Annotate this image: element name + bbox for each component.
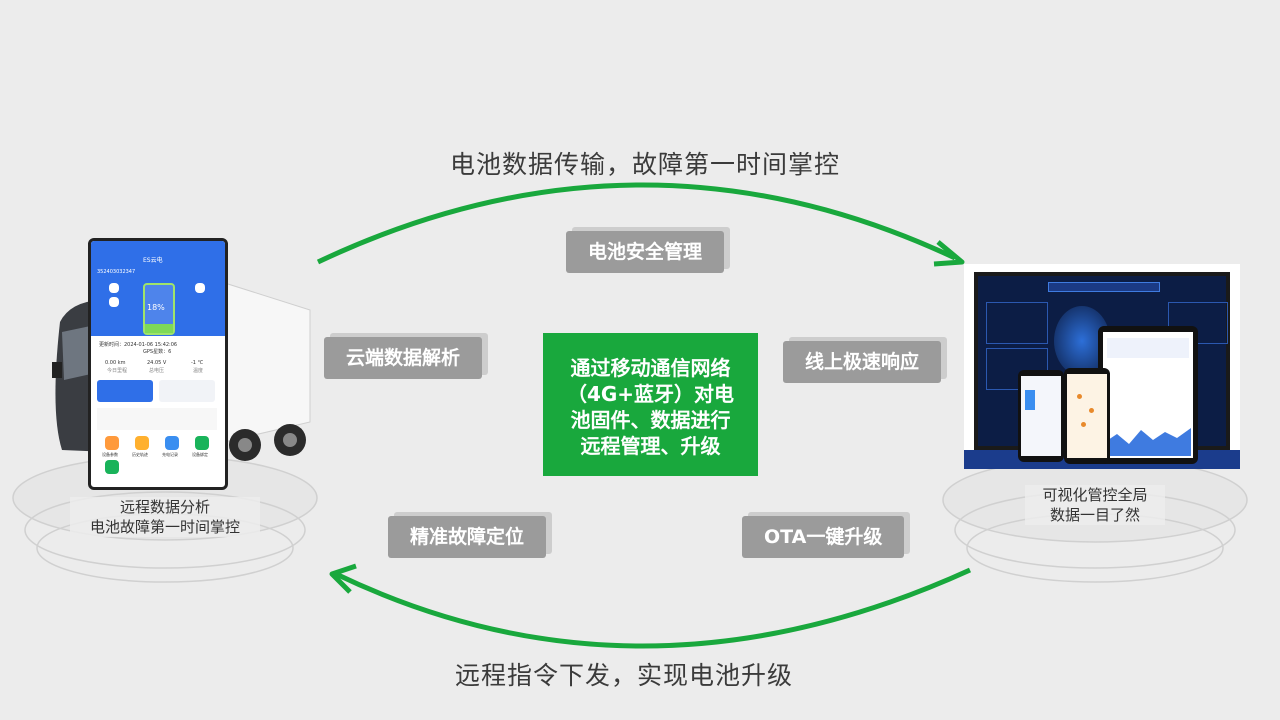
phone-mockup: ES云电 352403032347 18% 更新时间：2024-01-06 15… xyxy=(88,238,228,490)
stat2-label: 总电压 xyxy=(149,368,165,374)
phone-mockup-1 xyxy=(1018,370,1064,462)
stat1-label: 今日里程 xyxy=(107,368,128,374)
left-caption-line-2: 电池故障第一时间掌控 xyxy=(89,518,240,536)
battery-percent: 18% xyxy=(147,303,165,312)
center-line-1: 通过移动通信网络 xyxy=(570,356,731,380)
dashboard-card-1 xyxy=(986,302,1048,344)
stat1-value: 0.00 km xyxy=(105,360,126,366)
extra-tool-icon[interactable] xyxy=(105,460,119,474)
phone-gps: GPS星数：6 xyxy=(143,349,172,355)
download-arrow xyxy=(334,567,972,649)
tablet-area-chart xyxy=(1105,428,1191,456)
phone-location-card xyxy=(97,408,217,430)
dashboard-card-3 xyxy=(1168,302,1228,344)
pill-online-response: 线上极速响应 xyxy=(783,341,942,383)
center-description-box: 通过移动通信网络 （4G+蓝牙）对电 池固件、数据进行 远程管理、升级 xyxy=(543,333,758,476)
pill-fault-locate: 精准故障定位 xyxy=(388,516,547,558)
tool2-label: 历史轨迹 xyxy=(132,452,148,457)
right-caption: 可视化管控全局 数据一目了然 xyxy=(1025,485,1165,525)
phone-device-id: 352403032347 xyxy=(97,269,136,275)
center-line-2: （4G+蓝牙）对电 xyxy=(566,382,735,406)
upload-arrow-head xyxy=(933,240,965,267)
pill-ota-upgrade: OTA一键升级 xyxy=(742,516,905,558)
phone-update-time: 更新时间：2024-01-06 15:42:06 xyxy=(99,342,178,348)
phone-body: 更新时间：2024-01-06 15:42:06 GPS星数：6 0.00 km… xyxy=(91,336,225,484)
upload-arrow xyxy=(316,182,957,265)
tablet-stats xyxy=(1107,338,1189,358)
phone-menu-icon[interactable] xyxy=(109,283,119,293)
bottom-title: 远程指令下发，实现电池升级 xyxy=(455,661,794,690)
dashboard-panel xyxy=(964,264,1240,469)
right-caption-line-2: 数据一目了然 xyxy=(1049,506,1140,524)
phone-bluetooth-icon[interactable] xyxy=(109,297,119,307)
dashboard-header xyxy=(1048,282,1160,292)
top-title: 电池数据传输，故障第一时间掌控 xyxy=(450,150,841,179)
download-arrow-head xyxy=(329,563,357,594)
left-caption-line-1: 远程数据分析 xyxy=(119,498,210,516)
stat3-value: -1 ℃ xyxy=(191,360,204,366)
phone-header: ES云电 352403032347 18% xyxy=(91,241,225,336)
right-caption-line-1: 可视化管控全局 xyxy=(1042,486,1148,504)
device-params-icon[interactable] xyxy=(105,436,119,450)
phone-2-screen xyxy=(1067,374,1107,458)
device-bind-icon[interactable] xyxy=(195,436,209,450)
phone-mockup-2 xyxy=(1064,368,1110,464)
phone-app-title: ES云电 xyxy=(143,257,163,264)
phone-1-screen xyxy=(1021,376,1061,456)
battery-icon xyxy=(143,283,175,335)
phone-location-icon[interactable] xyxy=(195,283,205,293)
tool4-label: 设备绑定 xyxy=(192,452,208,457)
center-line-4: 远程管理、升级 xyxy=(580,434,721,458)
left-caption: 远程数据分析 电池故障第一时间掌控 xyxy=(70,497,260,537)
pill-cloud-parse: 云端数据解析 xyxy=(324,337,483,379)
stat2-value: 24.05 V xyxy=(147,360,167,366)
stat3-label: 温度 xyxy=(193,368,204,374)
pill-battery-safety: 电池安全管理 xyxy=(566,231,725,273)
center-line-3: 池固件、数据进行 xyxy=(570,408,731,432)
phone-lock-button[interactable] xyxy=(97,380,153,402)
dashboard-card-2 xyxy=(986,348,1048,390)
phone-scan-button[interactable] xyxy=(159,380,215,402)
tablet-mockup xyxy=(1098,326,1198,464)
tablet-screen xyxy=(1103,332,1193,458)
tool1-label: 设备参数 xyxy=(102,452,118,457)
charge-record-icon[interactable] xyxy=(165,436,179,450)
history-track-icon[interactable] xyxy=(135,436,149,450)
tool3-label: 充电记录 xyxy=(162,452,178,457)
